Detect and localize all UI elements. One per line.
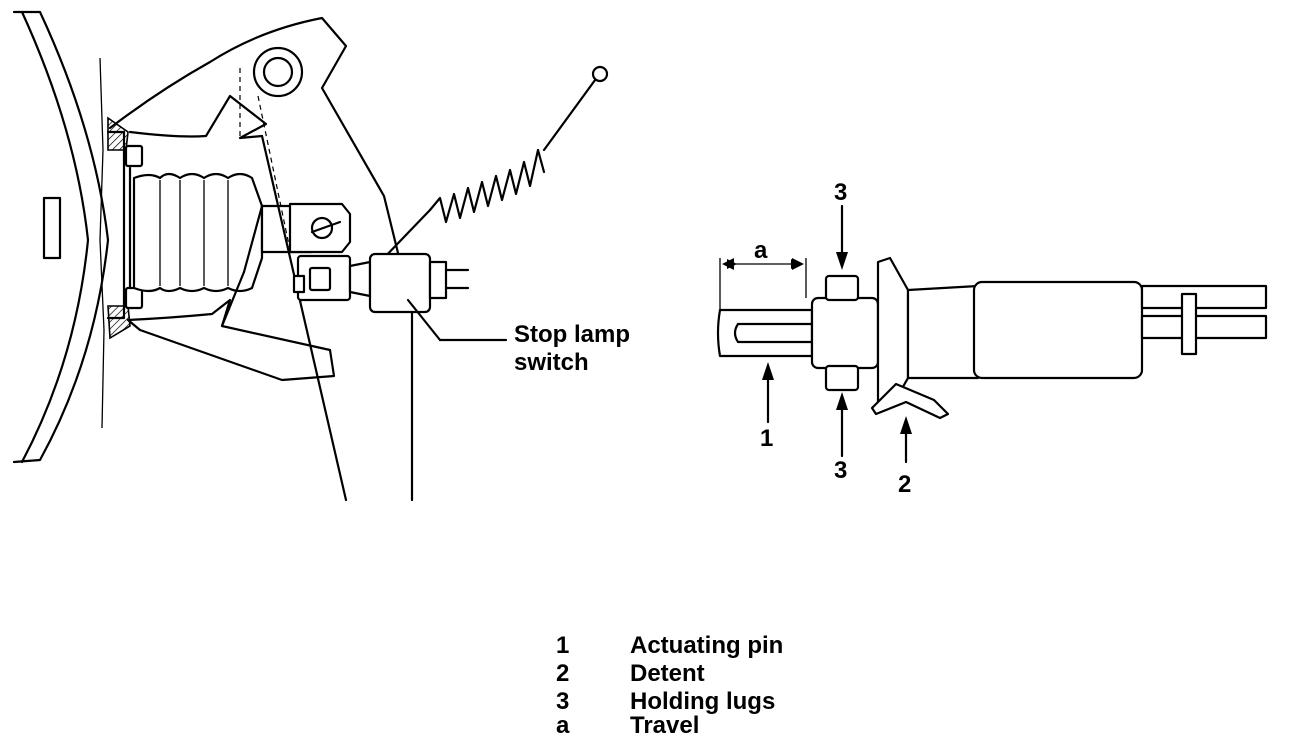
legend-label: Holding lugs xyxy=(630,688,776,715)
detent xyxy=(870,382,950,420)
pedal-assembly-drawing xyxy=(12,10,609,502)
holding-lugs-callout-bottom: 3 xyxy=(834,457,847,484)
legend-row: 2 Detent xyxy=(556,660,705,688)
stop-lamp-switch-label-line2: switch xyxy=(514,349,589,376)
rubber-boot xyxy=(132,172,264,293)
return-spring xyxy=(428,148,546,224)
brake-booster-housing xyxy=(12,10,110,464)
switch-body-rear xyxy=(906,284,980,380)
legend-key: 3 xyxy=(556,688,570,715)
stop-lamp-switch-detail xyxy=(716,256,1268,420)
holding-lugs-callout-top: 3 xyxy=(834,179,847,206)
legend-row: 3 Holding lugs xyxy=(556,688,775,716)
legend-label: Actuating pin xyxy=(630,632,784,659)
legend-label: Detent xyxy=(630,660,705,687)
stop-lamp-switch-label-line1: Stop lamp xyxy=(514,321,630,348)
legend-key: a xyxy=(556,712,570,739)
legend-key: 2 xyxy=(556,660,570,687)
actuating-pin xyxy=(716,308,814,358)
booster-slot xyxy=(42,196,62,260)
actuating-pin-callout: 1 xyxy=(760,425,773,452)
stop-lamp-switch xyxy=(292,252,470,314)
firewall xyxy=(99,57,105,429)
travel-dimension xyxy=(719,258,807,310)
pointer-arrows xyxy=(762,204,912,464)
legend-row: 1 Actuating pin xyxy=(556,632,783,660)
switch-housing xyxy=(972,280,1144,380)
detent-callout: 2 xyxy=(898,471,911,498)
switch-body-front xyxy=(810,296,880,370)
legend-key: 1 xyxy=(556,632,570,659)
travel-label: a xyxy=(754,237,768,264)
brake-pedal-arm xyxy=(108,16,414,502)
legend-label: Travel xyxy=(630,712,700,739)
switch-flange xyxy=(876,256,910,408)
holding-lug-bottom xyxy=(824,364,860,392)
legend-row: a Travel xyxy=(556,712,699,740)
holding-lug-top xyxy=(824,274,860,302)
